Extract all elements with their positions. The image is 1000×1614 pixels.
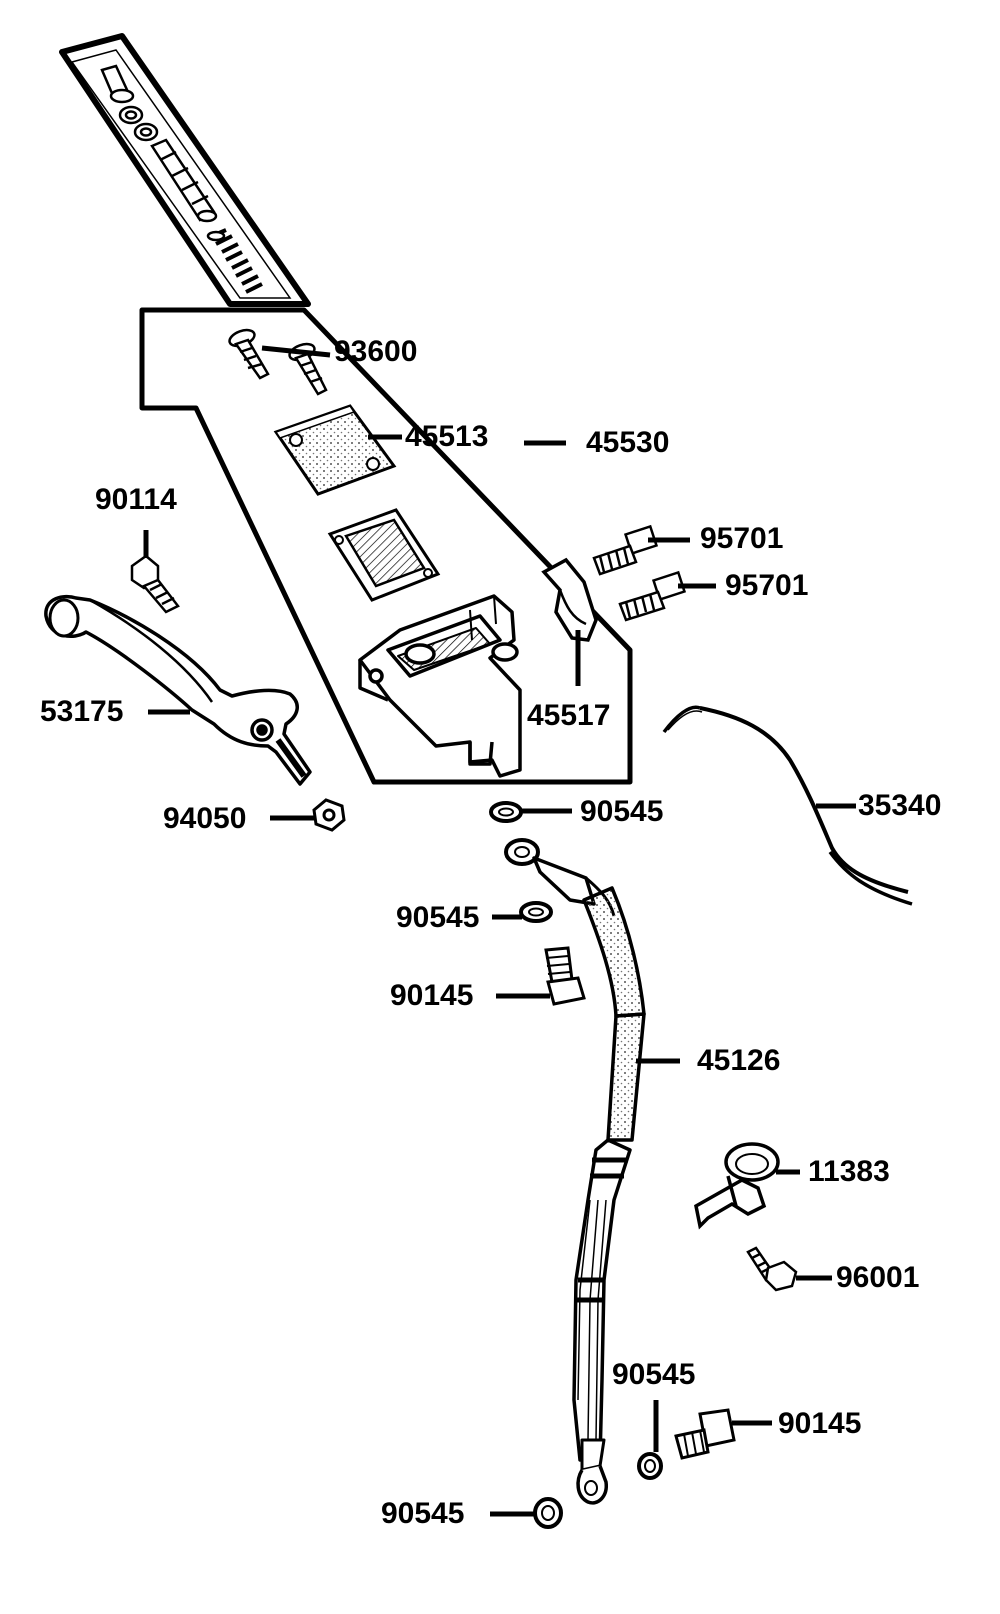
label-90545-bottom: 90545 (381, 1497, 465, 1530)
label-96001: 96001 (836, 1261, 920, 1294)
master-cylinder-frame (139, 307, 633, 785)
lever-bolt (130, 554, 180, 614)
repair-kit-frame (59, 33, 311, 307)
label-45513: 45513 (405, 420, 489, 453)
clamp-bolts (592, 524, 687, 622)
label-90545-mid: 90545 (396, 901, 480, 934)
label-90545-top: 90545 (580, 795, 664, 828)
label-90145-upper: 90145 (390, 979, 474, 1012)
label-90114: 90114 (95, 483, 177, 516)
brake-lever (44, 594, 312, 786)
hose-clamp-screw (746, 1246, 798, 1292)
master-cylinder-body (358, 594, 522, 778)
label-90545-lower-right: 90545 (612, 1358, 696, 1391)
banjo-bolt-lower (674, 1408, 736, 1460)
label-95701-lower: 95701 (725, 569, 809, 602)
leader-lines (143, 345, 856, 1517)
lever-nut (312, 798, 346, 832)
label-53175: 53175 (40, 695, 124, 728)
hose-clamp (694, 1142, 780, 1230)
label-11383: 11383 (808, 1155, 890, 1188)
label-45530: 45530 (586, 426, 670, 459)
label-94050: 94050 (163, 802, 247, 835)
label-95701-upper: 95701 (700, 522, 784, 555)
cap-screws (228, 328, 328, 396)
handlebar-clamp (541, 557, 598, 642)
brake-hose (504, 838, 646, 1505)
brake-switch-wire (662, 705, 913, 906)
reservoir-cover (273, 404, 397, 496)
label-90145-lower: 90145 (778, 1407, 862, 1440)
banjo-bolt-upper (544, 946, 586, 1006)
repair-kit-parts (100, 64, 263, 294)
label-93600: 93600 (334, 335, 418, 368)
label-45126: 45126 (697, 1044, 781, 1077)
label-35340: 35340 (858, 789, 942, 822)
label-45517: 45517 (527, 699, 611, 732)
diaphragm (327, 508, 441, 602)
